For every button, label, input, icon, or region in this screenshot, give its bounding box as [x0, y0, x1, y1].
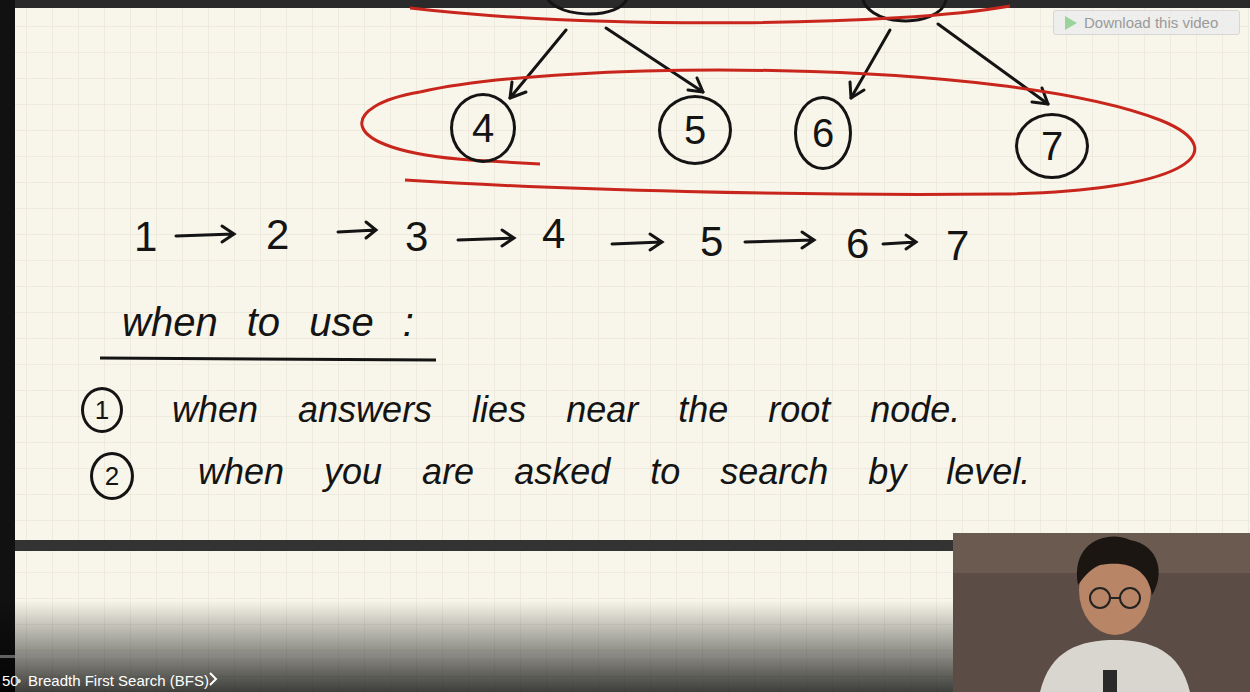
node-number: 7 [1041, 124, 1063, 169]
sequence-number: 2 [266, 211, 289, 259]
handwritten-note: when you are asked to search by level. [198, 451, 1030, 493]
level-ring [410, 6, 1010, 23]
tree-node-circle: 6 [794, 96, 852, 170]
board [15, 0, 1250, 540]
sequence-number: 3 [405, 213, 428, 261]
tree-node-circle: 5 [658, 95, 732, 165]
video-title: • [16, 672, 21, 689]
download-button: Download this video [1053, 10, 1240, 35]
handwritten-note: when answers lies near the root node. [172, 389, 960, 431]
sequence-number: 6 [846, 220, 869, 268]
player-fade [0, 600, 953, 692]
video-title: Breadth First Search (BFS) [28, 672, 209, 689]
sequence-number: 5 [700, 218, 723, 266]
level-ring [362, 92, 540, 164]
underline [100, 358, 436, 360]
level-ring [405, 70, 1195, 194]
handwritten-note: when to use : [122, 300, 414, 345]
node-number: 6 [812, 111, 834, 156]
sequence-number: 7 [946, 222, 969, 270]
top-bar [15, 0, 1250, 8]
tree-node-circle: 1 [81, 387, 123, 433]
node-number: 2 [105, 461, 119, 492]
chevron [210, 673, 216, 685]
webcam [953, 533, 1250, 692]
tree-node-circle: 4 [450, 93, 516, 163]
tree-node-circle: 7 [1015, 113, 1089, 179]
sequence-number: 1 [134, 213, 157, 261]
play-icon [1062, 14, 1080, 32]
partial-node [545, 0, 628, 14]
tree-arrows [510, 24, 1048, 104]
board-grid [15, 0, 1250, 540]
button-text: Download this video [1084, 14, 1218, 31]
node-number: 4 [472, 106, 494, 151]
node-number: 1 [95, 395, 109, 426]
node-number: 5 [684, 108, 706, 153]
progress-bar [0, 655, 953, 658]
sequence-number: 4 [542, 210, 565, 258]
tree-node-circle: 2 [90, 452, 134, 500]
